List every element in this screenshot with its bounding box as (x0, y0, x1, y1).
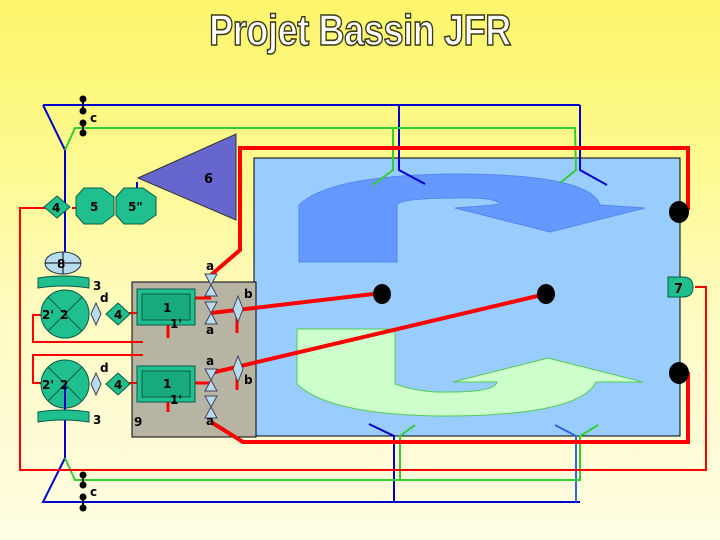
unit-5[interactable] (75, 187, 115, 225)
pipe-red-thin (19, 207, 707, 471)
filter-1-sub-label: 1' (170, 317, 182, 331)
circulation-arrow-top (298, 173, 646, 263)
valve-b-label: b (244, 287, 253, 301)
tank-6-label: 6 (204, 172, 213, 187)
valve-4-label: 4 (52, 201, 60, 215)
prefilter-3-bottom[interactable] (37, 409, 90, 423)
valve-4-label: 4 (114, 308, 122, 322)
filter-1-label: 1 (163, 301, 171, 315)
valve-d-top[interactable] (90, 301, 102, 327)
meter-8-label: 8 (57, 257, 65, 271)
pipe-green-bottom (64, 424, 599, 481)
valve-a[interactable] (204, 368, 218, 392)
page-title: Projet Bassin JFR (208, 5, 512, 56)
filter-1-top[interactable] (136, 288, 196, 326)
valve-a-label: a (206, 323, 214, 337)
pump-2-sub-label: 2' (42, 378, 54, 392)
valve-a-label: a (206, 259, 214, 273)
valve-b[interactable] (232, 294, 244, 324)
valve-b[interactable] (232, 354, 244, 384)
inlet-nozzle (537, 284, 555, 304)
prefilter-3-top[interactable] (37, 275, 90, 289)
pump-2-bottom[interactable] (40, 359, 90, 410)
filter-1-label: 1 (163, 377, 171, 391)
tank-6[interactable] (136, 133, 237, 221)
valve-4-mid[interactable] (105, 302, 131, 326)
unit-5b[interactable] (115, 187, 157, 225)
pipe-blue-top (42, 104, 608, 270)
valve-a-label: a (206, 354, 214, 368)
valve-a[interactable] (204, 301, 218, 325)
valve-a-label: a (206, 414, 214, 428)
pump-2-label: 2 (60, 308, 68, 322)
pump-2-label: 2 (60, 378, 68, 392)
valve-4-top[interactable] (43, 195, 71, 219)
pump-2-sub-label: 2' (42, 308, 54, 322)
filter-1-bottom[interactable] (136, 365, 196, 403)
filter-room-label: 9 (134, 415, 142, 429)
valve-c-label: c (90, 111, 97, 125)
valve-c-top[interactable] (79, 95, 87, 137)
valve-c-bottom[interactable] (79, 471, 87, 512)
valve-4-label: 4 (114, 378, 122, 392)
valve-a[interactable] (204, 395, 218, 419)
valve-d-label: d (100, 291, 109, 305)
circulation-arrow-bottom (296, 328, 644, 417)
filter-1-sub-label: 1' (170, 393, 182, 407)
pump-2-top[interactable] (40, 289, 90, 339)
skimmer-7[interactable] (667, 276, 694, 298)
prefilter-3-label: 3 (93, 279, 101, 293)
valve-c-label: c (90, 485, 97, 499)
pipe-green-top (64, 127, 578, 186)
valve-d-bottom[interactable] (90, 371, 102, 397)
valve-4-bottom[interactable] (105, 372, 131, 396)
valve-a[interactable] (204, 273, 218, 297)
outlet-drain (669, 362, 689, 384)
inlet-nozzle (373, 284, 391, 304)
valve-b-label: b (244, 373, 253, 387)
pipe-red-main (166, 146, 690, 444)
valve-d-label: d (100, 361, 109, 375)
outlet-drain (669, 201, 689, 223)
meter-8[interactable] (44, 251, 82, 275)
prefilter-3-label: 3 (93, 413, 101, 427)
skimmer-7-label: 7 (674, 282, 683, 297)
unit-5b-label: 5" (128, 200, 143, 214)
unit-5-label: 5 (90, 200, 98, 214)
